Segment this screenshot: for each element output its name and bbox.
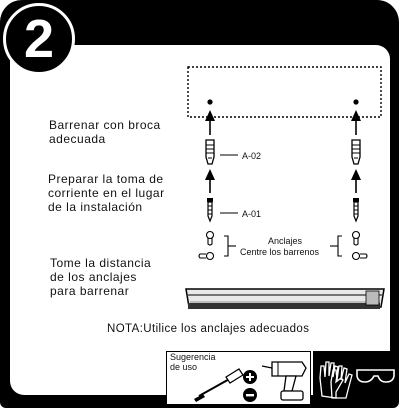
instruction-outlet: Preparar la toma de corriente en el luga…: [48, 172, 165, 214]
anchor-a02-icon: [205, 139, 215, 165]
keyhole-slot-icon: [351, 230, 361, 246]
instruction-drill: Barrenar con broca adecuada: [49, 118, 161, 146]
screw-a01-icon: [353, 198, 359, 223]
goggles-icon: [356, 369, 395, 383]
instruction-measure: Tome la distancia de los anclajes para b…: [50, 256, 152, 298]
keyhole-slot-icon: [205, 230, 215, 246]
right-fixing-column: [351, 99, 368, 261]
screw-a01-icon: [207, 198, 213, 223]
keyhole-slot-icon: [351, 251, 368, 261]
left-fixing-column: [198, 99, 215, 261]
anchor-a02-icon: [351, 139, 361, 165]
note-text: NOTA:Utilice los anclajes adecuados: [107, 323, 310, 335]
screwdriver-icon: [194, 368, 244, 402]
anchor-bracket: [224, 235, 342, 257]
center-holes-label: Centre los barrenos: [240, 247, 320, 257]
suggestion-label: Sugerencia de uso: [170, 352, 216, 372]
keyhole-slot-icon: [198, 251, 215, 261]
part-label-a01: A-01: [242, 209, 262, 219]
ceiling-outline: [187, 66, 382, 118]
minus-icon: [243, 388, 257, 402]
part-label-a02: A-02: [242, 151, 262, 161]
instruction-panel: [10, 45, 390, 395]
plus-icon: [243, 370, 257, 384]
light-fixture-icon: [185, 288, 385, 309]
drill-icon: [261, 361, 307, 401]
step-number-badge: 2: [3, 3, 75, 75]
gloves-icon: [319, 361, 353, 399]
ppe-box: [313, 351, 397, 403]
anchors-label: Anclajes: [268, 236, 303, 246]
